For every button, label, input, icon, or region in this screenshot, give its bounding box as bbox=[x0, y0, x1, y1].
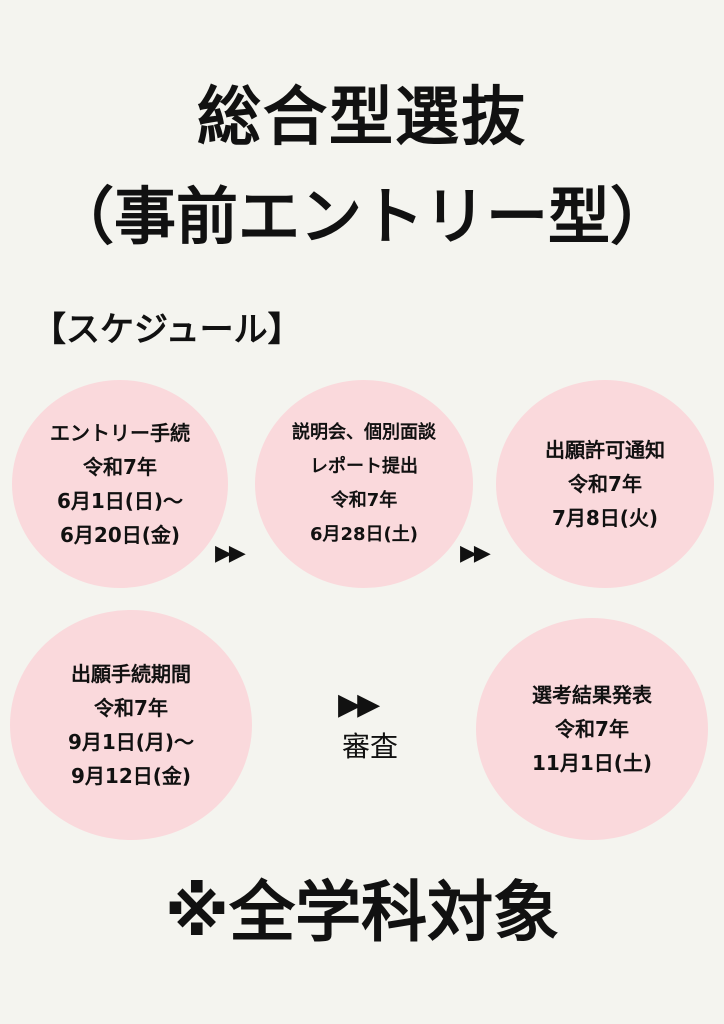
step-briefing-date: 6月28日(土) bbox=[309, 524, 419, 545]
arrow-icon: ▶▶ bbox=[338, 687, 380, 722]
step-permission-title: 出願許可通知 bbox=[545, 438, 665, 462]
step-result-title: 選考結果発表 bbox=[532, 683, 652, 707]
step-permission-year: 令和7年 bbox=[568, 472, 642, 496]
step-application-circle: 出願手続期間 令和7年 9月1日(月)〜 9月12日(金) bbox=[10, 610, 252, 840]
step-briefing-subtitle: レポート提出 bbox=[310, 456, 418, 477]
step-application-end-date: 9月12日(金) bbox=[70, 764, 192, 788]
page-title-line-1: 総合型選抜 bbox=[197, 81, 527, 155]
step-entry-title: エントリー手続 bbox=[50, 421, 190, 445]
step-result-circle: 選考結果発表 令和7年 11月1日(土) bbox=[476, 618, 708, 840]
all-departments-note: ※全学科対象 bbox=[164, 874, 560, 951]
review-label: 審査 bbox=[341, 730, 398, 763]
step-briefing-circle: 説明会、個別面談 レポート提出 令和7年 6月28日(土) bbox=[255, 380, 473, 588]
step-result-date: 11月1日(土) bbox=[531, 751, 653, 775]
step-permission-circle: 出願許可通知 令和7年 7月8日(火) bbox=[496, 380, 714, 588]
schedule-heading: 【スケジュール】 bbox=[32, 310, 302, 350]
arrow-icon: ▶▶ bbox=[215, 541, 246, 566]
step-entry-circle: エントリー手続 令和7年 6月1日(日)〜 6月20日(金) bbox=[12, 380, 228, 588]
step-permission-date: 7月8日(火) bbox=[551, 506, 659, 530]
page-title-line-2: （事前エントリー型） bbox=[51, 180, 672, 253]
step-application-title: 出願手続期間 bbox=[71, 662, 191, 686]
step-result-year: 令和7年 bbox=[555, 717, 629, 741]
step-application-start-date: 9月1日(月)〜 bbox=[67, 730, 195, 754]
step-entry-year: 令和7年 bbox=[83, 455, 157, 479]
step-entry-end-date: 6月20日(金) bbox=[59, 523, 181, 547]
step-entry-start-date: 6月1日(日)〜 bbox=[56, 489, 184, 513]
step-application-year: 令和7年 bbox=[94, 696, 168, 720]
step-briefing-title: 説明会、個別面談 bbox=[292, 422, 436, 443]
arrow-icon: ▶▶ bbox=[460, 541, 491, 566]
step-briefing-year: 令和7年 bbox=[330, 490, 398, 511]
